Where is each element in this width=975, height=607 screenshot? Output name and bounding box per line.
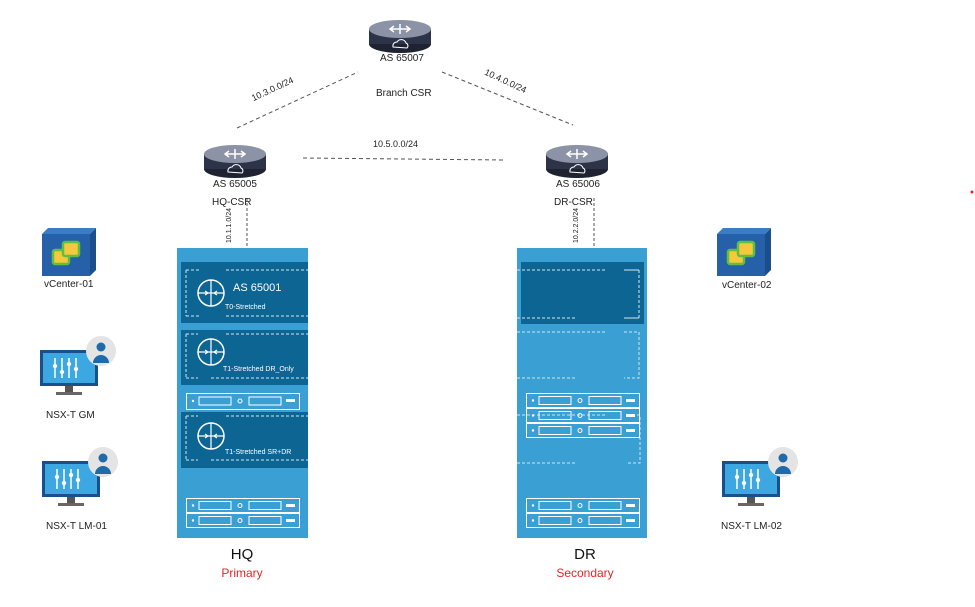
vcenter-icon <box>717 228 771 276</box>
branch-router-name: Branch CSR <box>376 88 432 99</box>
nsx-manager-icon <box>722 447 798 506</box>
dr-site-role: Secondary <box>556 566 614 580</box>
nsx-manager-icon <box>40 336 116 395</box>
nsx-lm-02-node[interactable] <box>722 447 800 512</box>
hq-t1-sr-dr-label: T1-Stretched SR+DR <box>225 449 292 456</box>
server-stack-icon <box>526 393 640 438</box>
server-stack-icon <box>186 498 300 528</box>
dr-boundaries <box>517 269 641 464</box>
branch-router[interactable] <box>368 18 432 54</box>
link-hq-dr <box>302 157 506 161</box>
vcenter-icon <box>42 228 96 276</box>
server-icon <box>186 393 300 410</box>
nsx-gm-node[interactable] <box>40 336 118 401</box>
nsx-manager-icon <box>42 447 118 506</box>
router-icon <box>369 20 431 53</box>
hq-t1-sr-dr-panel[interactable]: T1-Stretched SR+DR <box>181 412 308 468</box>
red-dot <box>970 190 974 194</box>
nsx-lm-01-node[interactable] <box>42 447 120 512</box>
t0-boundary <box>185 269 308 317</box>
vcenter-02-label: vCenter-02 <box>722 280 772 291</box>
dr-router[interactable] <box>545 143 609 179</box>
branch-router-as: AS 65007 <box>380 53 424 64</box>
hq-site-role: Primary <box>221 566 263 580</box>
link-dr-branch <box>441 71 574 126</box>
link-label-dr-uplink: 10.2.2.0/24 <box>573 207 581 244</box>
vcenter-02-node[interactable] <box>717 228 773 281</box>
dr-router-name: DR-CSR <box>554 197 593 208</box>
hq-router[interactable] <box>203 143 267 179</box>
gateway-icon <box>197 279 225 307</box>
hq-t0-name: T0-Stretched <box>225 304 266 311</box>
link-label-hq-dr: 10.5.0.0/24 <box>373 139 419 149</box>
t1-boundary <box>185 333 308 379</box>
nsx-lm-01-label: NSX-T LM-01 <box>46 521 107 532</box>
nsx-gm-label: NSX-T GM <box>46 410 95 421</box>
dr-site-title: DR <box>574 546 596 563</box>
gateway-icon <box>197 422 225 450</box>
hq-router-name: HQ-CSR <box>212 197 252 208</box>
hq-t0-as: AS 65001 <box>233 282 282 294</box>
hq-rack[interactable]: AS 65001 T0-Stretched T1-Stretched DR_On… <box>177 248 308 538</box>
hq-router-as: AS 65005 <box>213 179 257 190</box>
link-label-hq-uplink: 10.1.1.0/24 <box>226 207 234 244</box>
hq-t0-panel[interactable]: AS 65001 T0-Stretched <box>181 262 308 323</box>
dr-rack[interactable] <box>517 248 647 538</box>
router-icon <box>546 145 608 178</box>
dr-t0-panel[interactable] <box>521 262 644 324</box>
server-stack-icon <box>526 498 640 528</box>
router-icon <box>204 145 266 178</box>
link-hq-branch <box>236 71 359 129</box>
gateway-icon <box>197 338 225 366</box>
hq-site-title: HQ <box>230 546 254 563</box>
t1-boundary <box>185 415 308 461</box>
hq-t1-dr-only-panel[interactable]: T1-Stretched DR_Only <box>181 330 308 385</box>
hq-t1-dr-only-label: T1-Stretched DR_Only <box>223 366 294 373</box>
nsx-lm-02-label: NSX-T LM-02 <box>721 521 782 532</box>
vcenter-01-node[interactable] <box>42 228 98 281</box>
vcenter-01-label: vCenter-01 <box>44 279 94 290</box>
dr-router-as: AS 65006 <box>556 179 600 190</box>
